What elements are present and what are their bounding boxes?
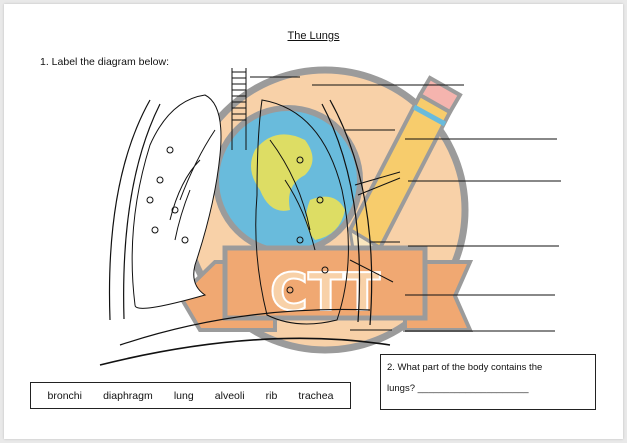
page-title: The Lungs: [287, 30, 340, 42]
word-bank-item: alveoli: [214, 389, 245, 402]
question-2-box: 2. What part of the body contains the lu…: [380, 354, 596, 410]
label-lines: [250, 76, 561, 332]
word-bank-item: diaphragm: [103, 389, 153, 402]
word-bank-item: trachea: [298, 389, 334, 402]
watermark-banner: [177, 245, 474, 332]
trachea-drawing: [231, 68, 247, 150]
word-bank-item: rib: [265, 389, 278, 402]
question-2-answer-line[interactable]: lungs? _____________________: [387, 383, 529, 394]
word-bank-item: bronchi: [47, 389, 82, 402]
ctt-watermark-logo: CTT: [177, 66, 474, 354]
left-lung-drawing: [131, 94, 222, 309]
right-lung-drawing: [255, 99, 349, 325]
word-bank-item: lung: [173, 389, 194, 402]
question-2-text: 2. What part of the body contains the: [387, 362, 543, 373]
word-bank-box: bronchi diaphragm lung alveoli rib trach…: [30, 382, 351, 409]
question-1-prompt: 1. Label the diagram below:: [40, 56, 169, 68]
watermark-text: CTT: [270, 263, 381, 323]
rib-cage-drawing: [99, 99, 391, 366]
